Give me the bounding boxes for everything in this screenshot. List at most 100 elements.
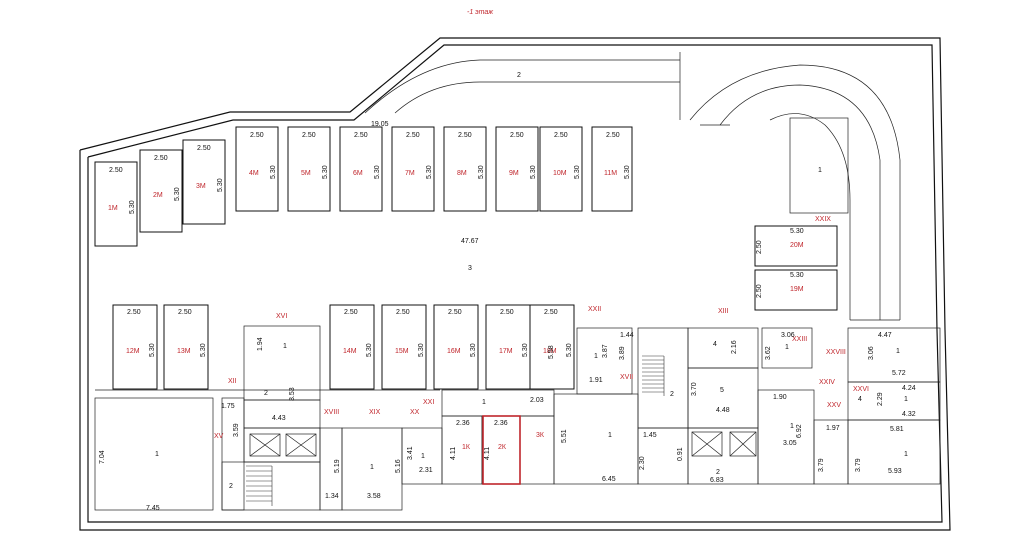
parking-slot-label[interactable]: 4М xyxy=(249,170,259,177)
ramp xyxy=(364,52,901,321)
svg-text:1: 1 xyxy=(155,451,159,458)
svg-text:1.97: 1.97 xyxy=(826,425,840,432)
parking-slot[interactable]: 2.50 5.30 10М xyxy=(539,126,583,212)
svg-text:5.81: 5.81 xyxy=(890,426,904,433)
parking-slot-label[interactable]: 20М xyxy=(790,242,804,249)
slot-width: 2.50 xyxy=(396,309,410,316)
parking-slot-label[interactable]: 18М xyxy=(543,348,557,355)
parking-slot-label[interactable]: 16М xyxy=(447,348,461,355)
parking-slot-label[interactable]: 15М xyxy=(395,348,409,355)
svg-text:1: 1 xyxy=(421,453,425,460)
parking-slot-label[interactable]: 14М xyxy=(343,348,357,355)
slot-height: 5.30 xyxy=(270,165,277,179)
parking-slot[interactable]: 2.50 5.30 8М xyxy=(443,126,487,212)
slot-height: 5.30 xyxy=(574,165,581,179)
room-roman-label: XXIX xyxy=(815,216,831,223)
svg-text:4.11: 4.11 xyxy=(450,447,457,460)
svg-text:3.62: 3.62 xyxy=(765,346,772,360)
svg-text:1.94: 1.94 xyxy=(257,337,264,351)
parking-slot[interactable]: 2.50 5.30 3М xyxy=(182,139,226,225)
svg-text:XXIV: XXIV xyxy=(819,379,835,386)
svg-text:2: 2 xyxy=(229,483,233,490)
parking-slot-label[interactable]: 9М xyxy=(509,170,519,177)
svg-text:1: 1 xyxy=(283,343,287,350)
hall-length-dim: 47.67 xyxy=(461,238,479,245)
slot-width: 2.50 xyxy=(544,309,558,316)
slot-width: 2.50 xyxy=(500,309,514,316)
slot-width: 2.50 xyxy=(197,145,211,152)
inner-walls xyxy=(94,325,941,511)
slot-height: 5.30 xyxy=(200,343,207,357)
parking-slot-label[interactable]: 2М xyxy=(153,192,163,199)
slot-height: 5.30 xyxy=(217,178,224,192)
svg-text:5: 5 xyxy=(720,387,724,394)
parking-slot-label[interactable]: 6М xyxy=(353,170,363,177)
svg-text:5.72: 5.72 xyxy=(892,370,906,377)
svg-text:XXV: XXV xyxy=(827,402,841,409)
svg-text:XXVI: XXVI xyxy=(853,386,869,393)
parking-slot-label[interactable]: 13М xyxy=(177,348,191,355)
storage-label-2k[interactable]: 2К xyxy=(498,444,507,451)
dim-label: 2.50 xyxy=(756,284,763,298)
slot-width: 2.50 xyxy=(448,309,462,316)
parking-slot-label[interactable]: 12М xyxy=(126,348,140,355)
hall-width-dim: 19.05 xyxy=(371,121,389,128)
top-slot-row: 2.505.301М2.505.302М2.505.303М2.505.304М… xyxy=(94,126,633,247)
storage-2k-highlight[interactable] xyxy=(482,415,521,485)
svg-text:5.58: 5.58 xyxy=(548,345,555,359)
slot-height: 5.30 xyxy=(129,200,136,214)
parking-slot-label[interactable]: 8М xyxy=(457,170,467,177)
parking-slot-label[interactable]: 5М xyxy=(301,170,311,177)
parking-slot-label[interactable]: 1М xyxy=(108,205,118,212)
parking-slot-label[interactable]: 17М xyxy=(499,348,513,355)
svg-text:1.91: 1.91 xyxy=(589,377,603,384)
storage-label-1k[interactable]: 1К xyxy=(462,444,471,451)
svg-text:1.45: 1.45 xyxy=(643,432,657,439)
svg-text:4.43: 4.43 xyxy=(272,415,286,422)
svg-text:2.16: 2.16 xyxy=(731,340,738,354)
svg-text:XII: XII xyxy=(228,378,237,385)
parking-slot-label[interactable]: 11М xyxy=(604,170,617,177)
svg-text:4: 4 xyxy=(858,396,862,403)
svg-text:2.30: 2.30 xyxy=(639,456,646,470)
hall-number: 3 xyxy=(468,265,472,272)
roman-markers: XVI XXII XIII XXIII XXVIII XXIV XXVI XXV… xyxy=(214,306,869,440)
svg-text:3.70: 3.70 xyxy=(691,382,698,396)
parking-slot[interactable]: 2.50 5.30 17М xyxy=(485,304,531,390)
slot-height: 5.30 xyxy=(374,165,381,179)
right-slot-group: 5.30 5.30 2.50 2.50 20М 19М xyxy=(754,225,838,311)
svg-text:2.29: 2.29 xyxy=(877,392,884,406)
slot-height: 5.30 xyxy=(478,165,485,179)
svg-text:XXI: XXI xyxy=(423,399,434,406)
parking-slot-label[interactable]: 10М xyxy=(553,170,567,177)
slot-height: 5.30 xyxy=(366,343,373,357)
parking-slot-label[interactable]: 19М xyxy=(790,286,804,293)
svg-text:1: 1 xyxy=(896,348,900,355)
slot-width: 2.50 xyxy=(406,132,420,139)
slot-width: 2.50 xyxy=(554,132,568,139)
svg-text:0.91: 0.91 xyxy=(677,447,684,461)
slot-height: 5.30 xyxy=(522,343,529,357)
svg-text:3.06: 3.06 xyxy=(868,346,875,360)
slot-width: 2.50 xyxy=(458,132,472,139)
parking-slot-label[interactable]: 7М xyxy=(405,170,415,177)
slot-height: 5.30 xyxy=(624,165,631,179)
parking-slot-label[interactable]: 3М xyxy=(196,183,206,190)
storage-label-3k[interactable]: 3К xyxy=(536,432,545,439)
svg-text:4.47: 4.47 xyxy=(878,332,892,339)
